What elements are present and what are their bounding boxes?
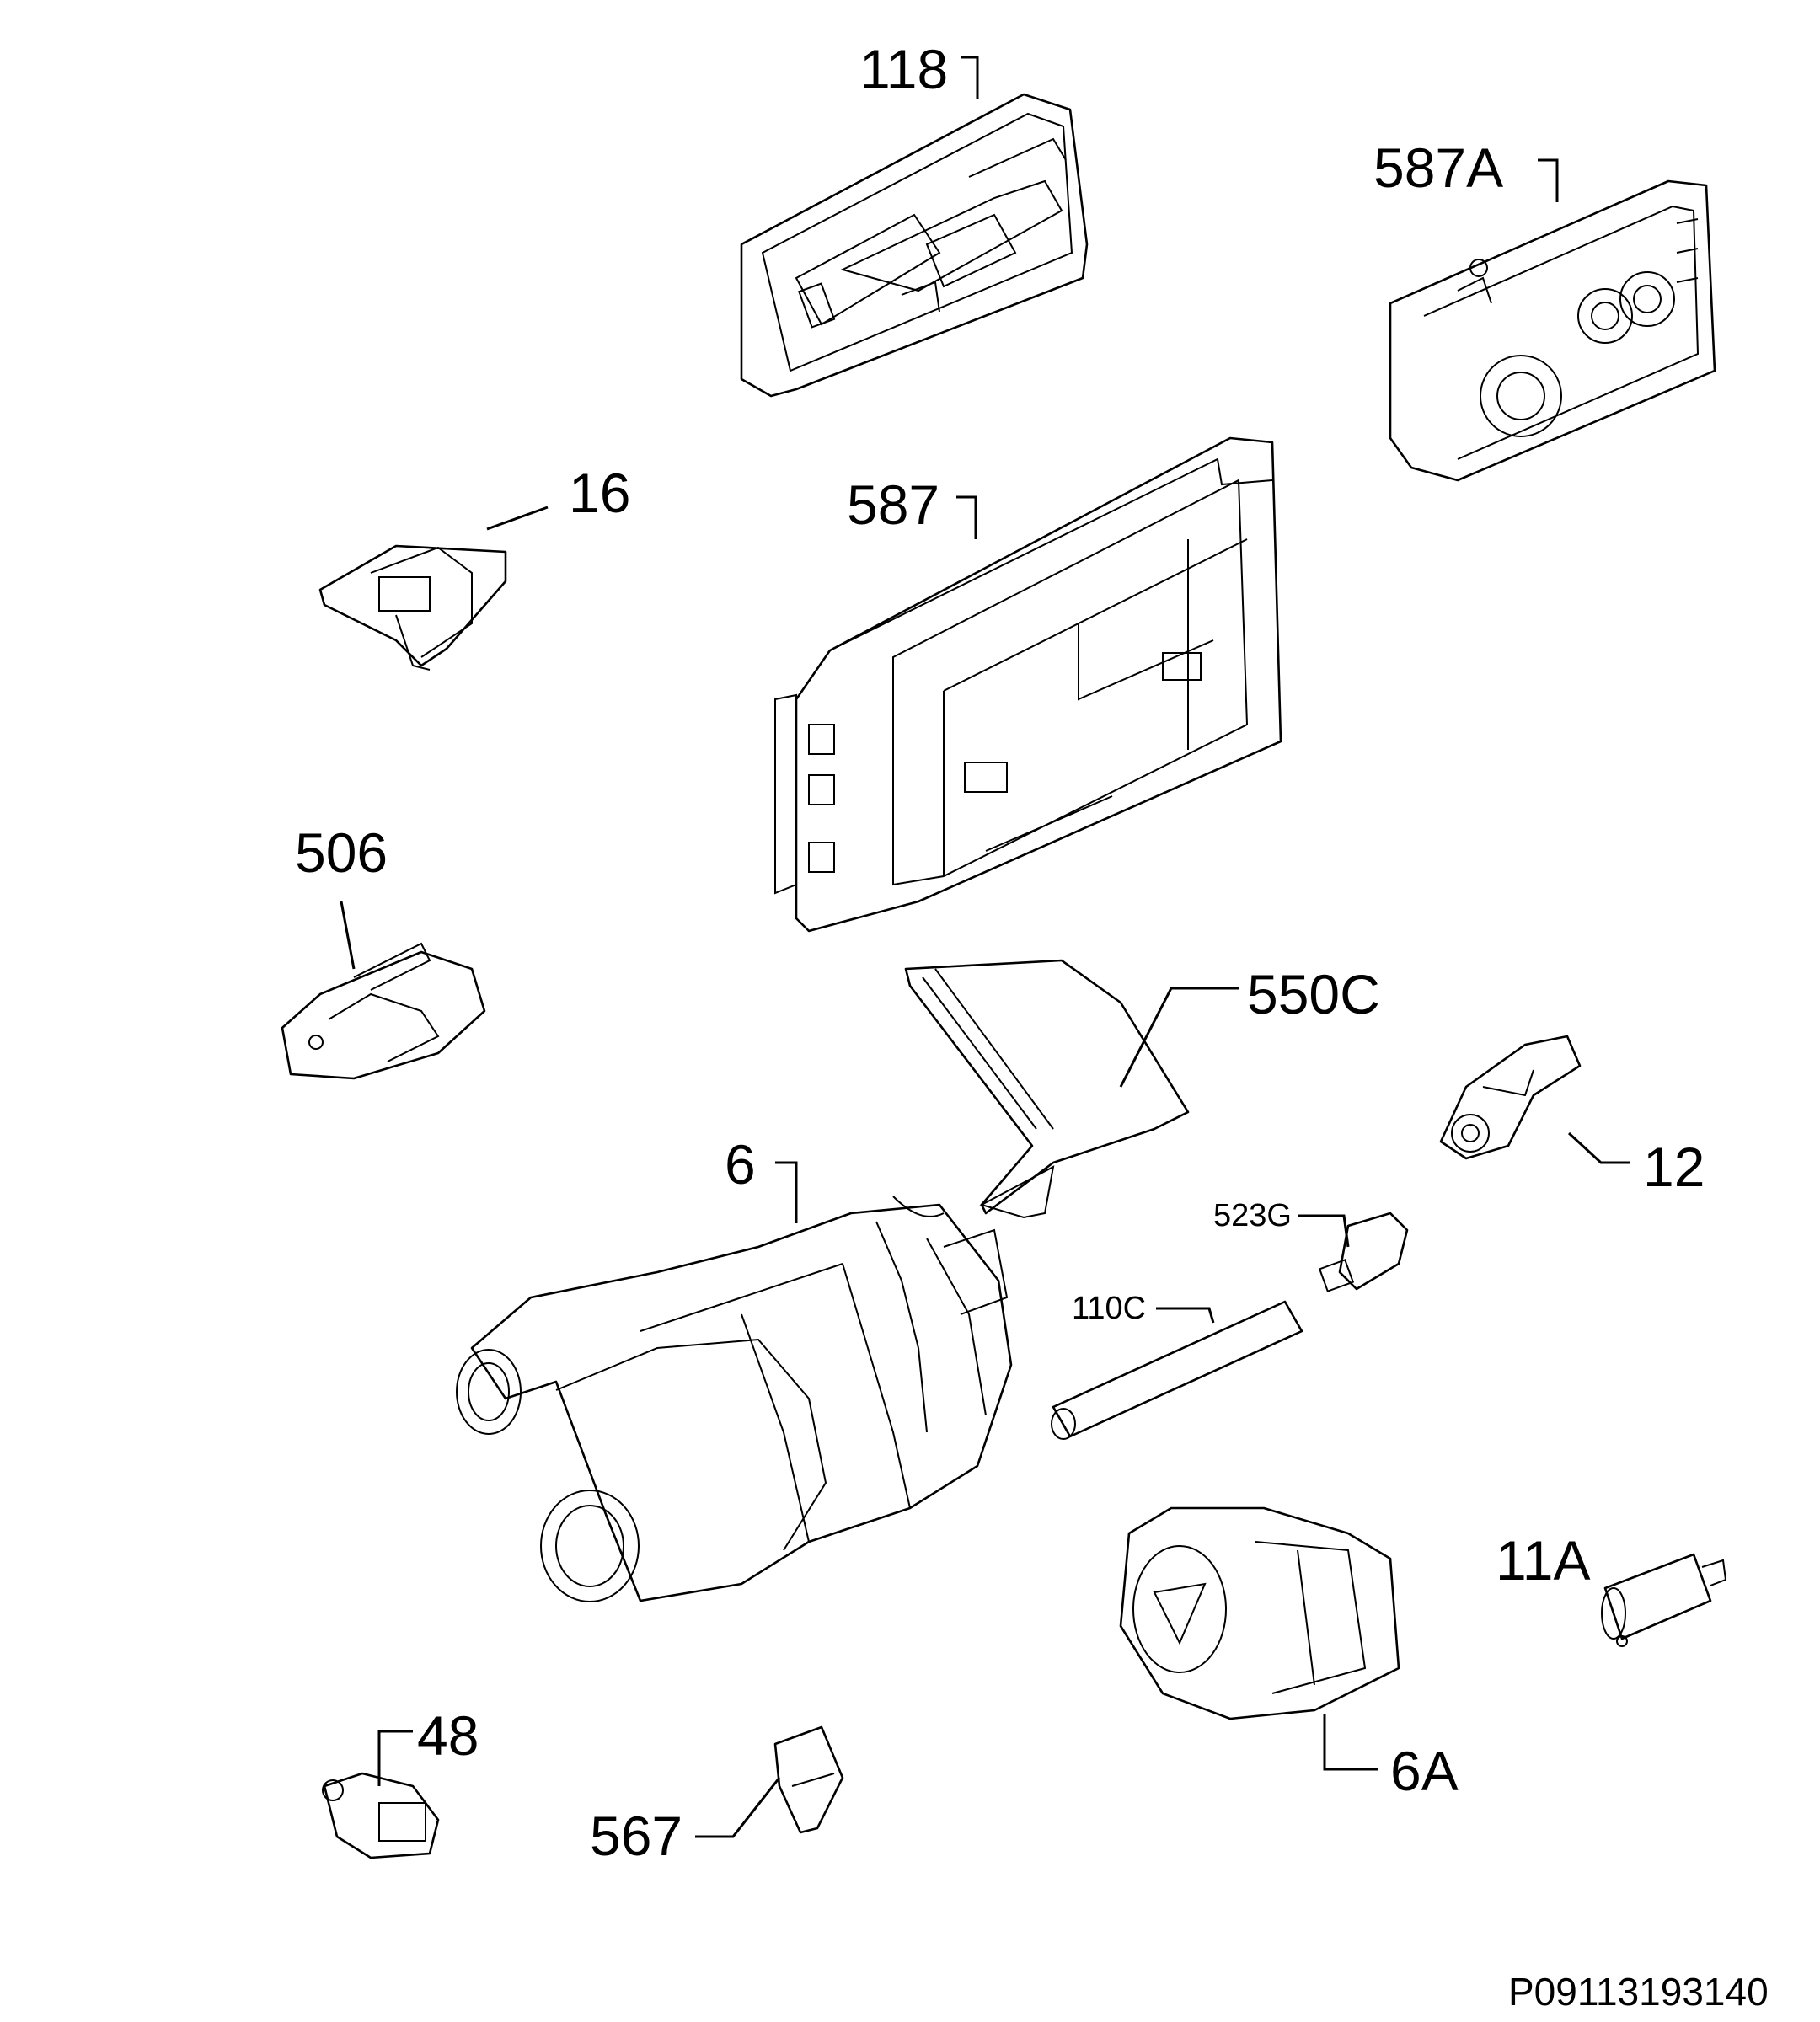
part-587-electronic-module bbox=[774, 436, 1282, 933]
part-11a-capacitor bbox=[1601, 1553, 1727, 1647]
leader-118 bbox=[961, 56, 979, 99]
part-6-circulation-pump bbox=[456, 1196, 1013, 1602]
callout-110c: 110C bbox=[1072, 1291, 1146, 1326]
leader-110c bbox=[1156, 1307, 1215, 1324]
callout-567: 567 bbox=[590, 1805, 682, 1867]
leader-12 bbox=[1567, 1131, 1630, 1164]
callout-6: 6 bbox=[725, 1133, 756, 1196]
callout-587a: 587A bbox=[1373, 136, 1503, 199]
part-110c-tube bbox=[1051, 1300, 1303, 1440]
callout-587: 587 bbox=[847, 473, 939, 536]
leader-16 bbox=[486, 506, 549, 531]
callout-6a: 6A bbox=[1390, 1740, 1459, 1802]
part-12-pressure-switch bbox=[1439, 1035, 1582, 1160]
leader-506 bbox=[340, 901, 356, 970]
callout-523g: 523G bbox=[1213, 1198, 1292, 1233]
callout-12: 12 bbox=[1643, 1136, 1705, 1198]
part-587a-control-board bbox=[1389, 179, 1716, 482]
callout-16: 16 bbox=[569, 462, 630, 524]
callout-118: 118 bbox=[859, 38, 948, 100]
part-506-float-switch bbox=[281, 942, 486, 1080]
part-567-connector bbox=[774, 1725, 844, 1834]
leader-48 bbox=[377, 1730, 413, 1786]
callout-506: 506 bbox=[295, 821, 388, 884]
callout-48: 48 bbox=[417, 1704, 479, 1767]
part-6a-drain-pump bbox=[1119, 1506, 1400, 1720]
leader-6a bbox=[1323, 1714, 1378, 1771]
part-16-door-lock bbox=[318, 544, 507, 671]
leader-550c bbox=[1119, 987, 1239, 1088]
callout-550c: 550C bbox=[1247, 963, 1380, 1025]
leader-567 bbox=[695, 1777, 781, 1838]
leader-523g bbox=[1298, 1214, 1350, 1248]
part-523g-sensor bbox=[1318, 1212, 1409, 1292]
leader-587a bbox=[1538, 158, 1559, 202]
part-550c-cover bbox=[904, 959, 1190, 1219]
part-118-dispenser bbox=[740, 93, 1089, 398]
callout-labels: 118 587A 16 587 506 550C 12 6 523G 110C … bbox=[295, 38, 1705, 1867]
leader-587 bbox=[956, 495, 977, 539]
document-code: P09113193140 bbox=[1508, 1970, 1769, 2014]
callout-11a: 11A bbox=[1496, 1529, 1591, 1591]
leader-6 bbox=[775, 1161, 798, 1223]
part-48-temperature-sensor bbox=[322, 1772, 440, 1859]
leader-lines bbox=[340, 56, 1630, 1838]
